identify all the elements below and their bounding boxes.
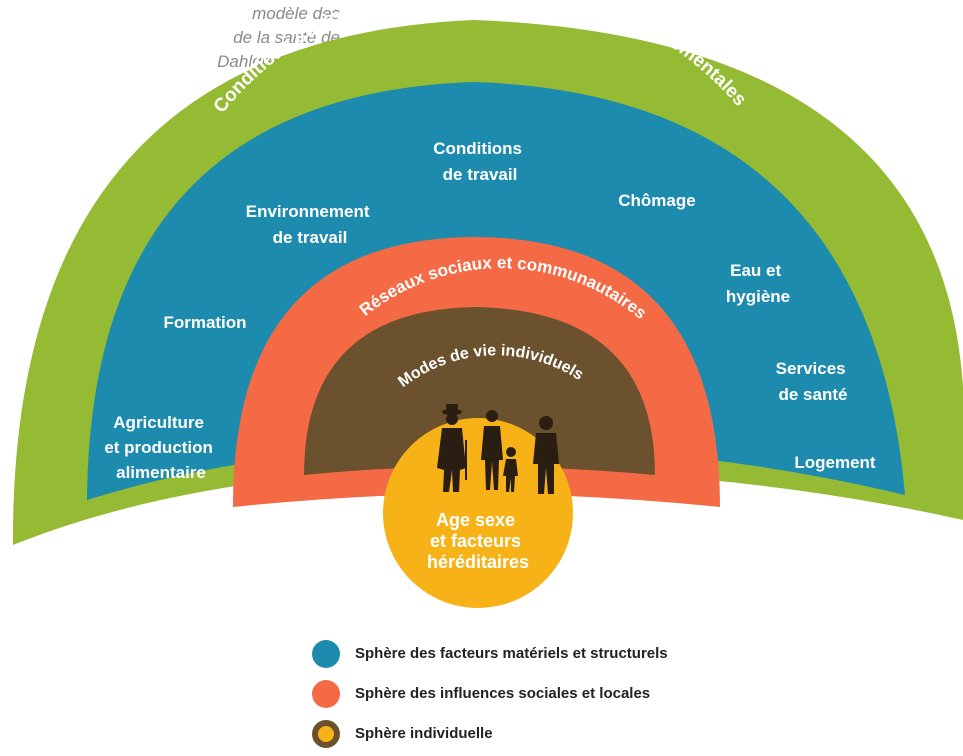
core-line: Age sexe — [436, 510, 515, 530]
factor-line: Conditions — [433, 139, 522, 158]
factor-line: hygiène — [726, 287, 790, 306]
factor-services-sante: Services de santé — [776, 359, 851, 404]
factor-line: alimentaire — [116, 463, 206, 482]
factor-line: de travail — [273, 228, 348, 247]
factor-chomage: Chômage — [618, 191, 695, 210]
factor-conditions-travail: Conditions de travail — [433, 139, 527, 184]
caption-line: de la santé de — [233, 28, 340, 47]
core-line: héréditaires — [427, 552, 529, 572]
factor-environnement-travail: Environnement de travail — [246, 202, 374, 247]
blue-dot-icon — [312, 640, 340, 668]
factor-line: Logement — [794, 453, 876, 472]
core-label: Age sexe et facteurs héréditaires — [427, 510, 529, 572]
core-line: et facteurs — [430, 531, 521, 551]
factor-eau-hygiene: Eau et hygiène — [726, 261, 790, 306]
factor-line: de travail — [443, 165, 518, 184]
factor-formation: Formation — [163, 313, 246, 332]
individual-lifestyle-sphere — [304, 307, 655, 475]
legend-label: Sphère individuelle — [355, 725, 493, 742]
factor-line: Eau et — [730, 261, 781, 280]
family-silhouette-icon — [437, 404, 559, 494]
caption-line: modèle des — [252, 4, 340, 23]
factor-line: Chômage — [618, 191, 695, 210]
factor-line: Agriculture — [113, 413, 204, 432]
factor-line: et production — [104, 438, 213, 457]
legend-label: Sphère des influences sociales et locale… — [355, 685, 651, 702]
factor-line: Environnement — [246, 202, 370, 221]
factor-agriculture: Agriculture et production alimentaire — [104, 413, 217, 482]
legend-label: Sphère des facteurs matériels et structu… — [355, 645, 668, 662]
orange-dot-icon — [312, 680, 340, 708]
core-individual-circle — [383, 418, 573, 608]
factor-line: de santé — [779, 385, 848, 404]
factor-logement: Logement — [794, 453, 876, 472]
factor-line: Formation — [163, 313, 246, 332]
factor-line: Services — [776, 359, 846, 378]
